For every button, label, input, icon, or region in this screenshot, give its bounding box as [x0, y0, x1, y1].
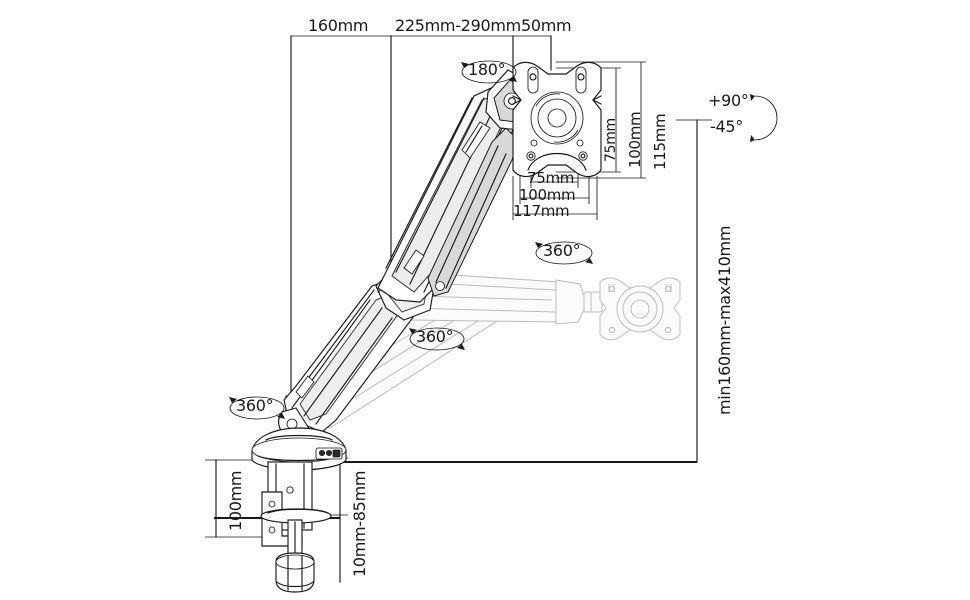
rotation-label-elbow-360: 360° — [416, 327, 454, 346]
dimension-label-vesa-horizontal-100mm: 100mm — [519, 186, 576, 204]
dimension-label-height-range: min160mm-max410mm — [715, 225, 734, 415]
dimension-label-clamp-height-100mm: 100mm — [226, 470, 245, 531]
upper-arm-inner-strut — [427, 127, 519, 297]
dimension-label-desk-thickness: 10mm-85mm — [350, 470, 369, 577]
rotation-circle-icon-elbow — [409, 327, 465, 351]
dimension-label-plate-height-115mm: 115mm — [651, 113, 669, 170]
dimension-label-160mm: 160mm — [308, 16, 369, 35]
height-dimension-lines — [291, 119, 712, 464]
lower-arm-gas-spring — [278, 277, 415, 441]
vesa-mounting-plate — [512, 61, 602, 178]
tilt-arc-icon — [750, 94, 778, 142]
dimension-label-plate-width-117mm: 117mm — [513, 202, 570, 220]
dimension-label-vesa-vertical-100mm: 100mm — [626, 111, 644, 168]
dimension-label-225-290mm: 225mm-290mm — [395, 16, 521, 35]
tilt-label-up: +90° — [708, 91, 749, 110]
rotation-label-180: 180° — [468, 60, 506, 79]
dimension-label-50mm: 50mm — [521, 16, 572, 35]
rotation-circle-icon-base — [229, 396, 285, 420]
dimension-label-vesa-vertical-75mm: 75mm — [603, 118, 619, 162]
desk-clamp-base — [214, 427, 347, 593]
tilt-label-down: -45° — [710, 117, 743, 136]
dimension-label-vesa-horizontal-75mm: 75mm — [527, 169, 575, 187]
rotation-label-head-360: 360° — [543, 241, 581, 260]
rotation-circle-icon-head — [535, 241, 593, 265]
rotation-label-base-360: 360° — [236, 396, 274, 415]
rotation-arc-icon-180 — [461, 60, 517, 84]
